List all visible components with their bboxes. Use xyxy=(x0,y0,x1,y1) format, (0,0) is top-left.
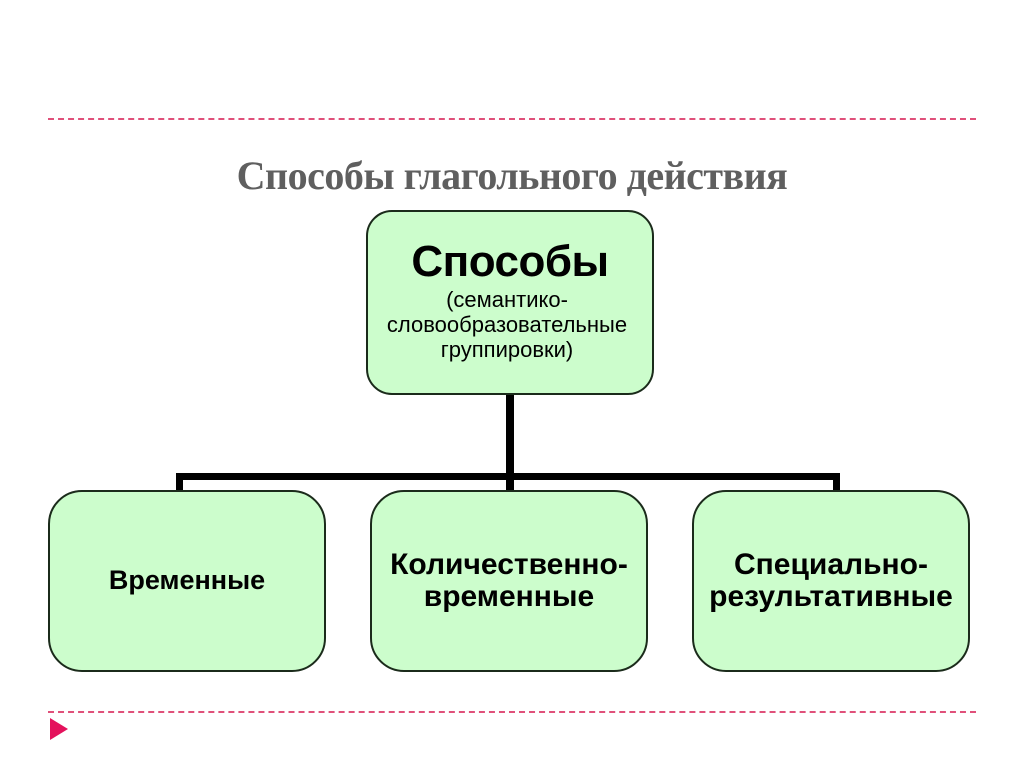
node-root-subline: (семантико-словообразовательные группиро… xyxy=(386,286,628,363)
node-child-quantitative-temporal-label-line1: Количественно- xyxy=(390,547,628,581)
decorative-rule-bottom xyxy=(48,711,976,713)
node-child-quantitative-temporal[interactable]: Количественно- временные xyxy=(370,490,648,672)
node-child-special-resultative[interactable]: Специально- результативные xyxy=(692,490,970,672)
connector-leg-quantitative-temporal xyxy=(506,473,514,492)
node-child-special-resultative-label-line1: Специально- xyxy=(734,547,928,581)
node-child-temporal-label: Временные xyxy=(108,565,266,596)
decorative-rule-top xyxy=(48,118,976,120)
node-root-sposoby[interactable]: Способы (семантико-словообразовательные … xyxy=(366,210,654,395)
node-child-temporal[interactable]: Временные xyxy=(48,490,326,672)
connector-root-stem xyxy=(506,394,514,479)
play-triangle-icon xyxy=(50,718,68,740)
page-title: Способы глагольного действия xyxy=(236,152,788,198)
node-child-quantitative-temporal-label-line2: временные xyxy=(423,580,595,613)
node-root-headline: Способы xyxy=(411,236,609,286)
connector-leg-temporal xyxy=(176,473,183,492)
node-child-special-resultative-label-line2: результативные xyxy=(709,580,953,613)
connector-leg-special-resultative xyxy=(833,473,840,492)
